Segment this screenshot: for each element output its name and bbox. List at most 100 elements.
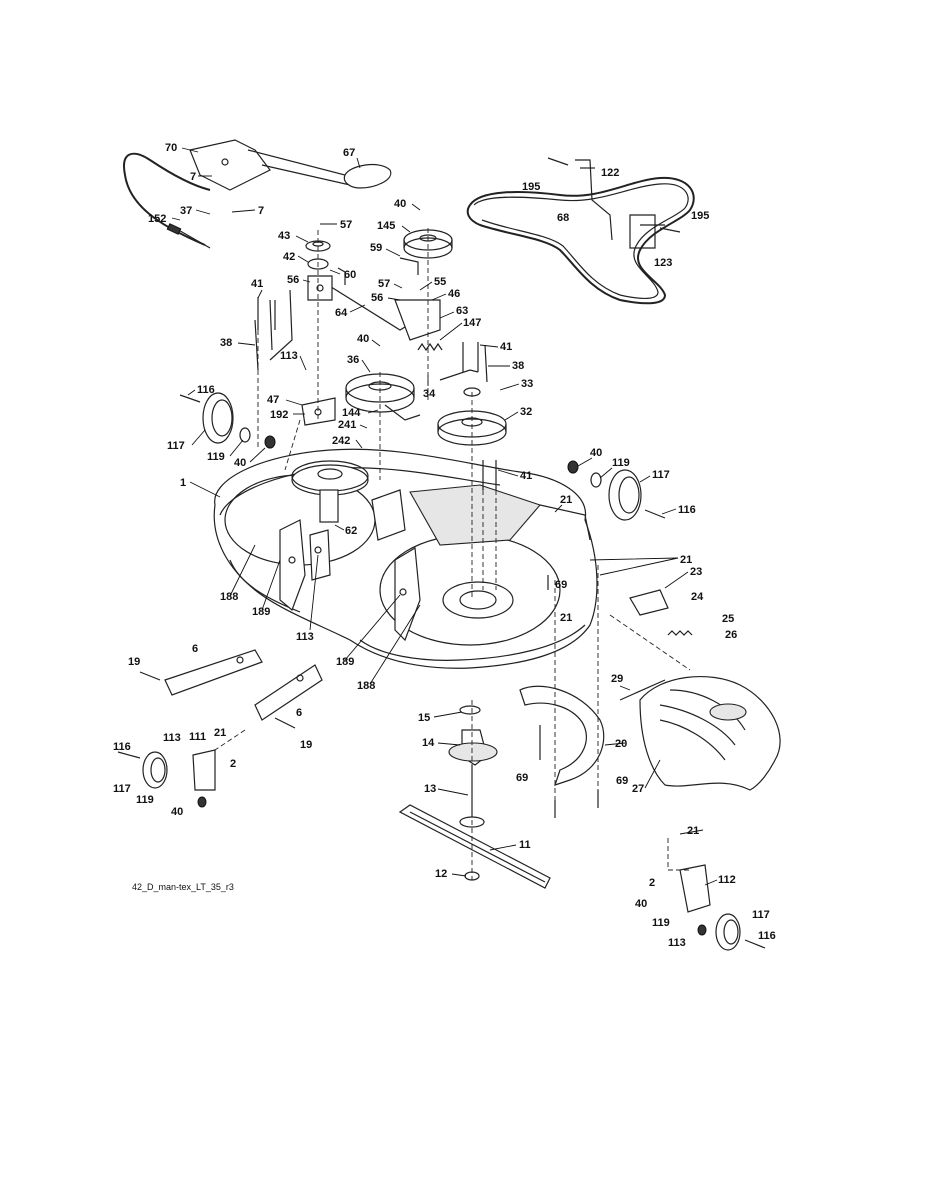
callout-111: 111 <box>189 731 206 743</box>
callout-26: 26 <box>725 629 737 641</box>
callout-40f: 40 <box>635 898 647 910</box>
callout-189a: 189 <box>252 606 270 618</box>
gauge-wheel-left-bottom <box>117 749 216 808</box>
callout-32: 32 <box>520 406 532 418</box>
callout-12: 12 <box>435 868 447 880</box>
callout-38b: 38 <box>512 360 524 372</box>
assembly-centerlines <box>214 228 691 880</box>
bracket-70 <box>189 139 352 191</box>
callout-40e: 40 <box>171 806 183 818</box>
callout-46: 46 <box>448 288 460 300</box>
callout-67: 67 <box>343 147 355 159</box>
callout-2a: 2 <box>230 758 236 770</box>
callout-36: 36 <box>347 354 359 366</box>
callout-43: 43 <box>278 230 290 242</box>
belt-guide-122 <box>575 159 613 241</box>
callout-2b: 2 <box>649 877 655 889</box>
callout-57b: 57 <box>378 278 390 290</box>
deflector-bracket-20 <box>519 685 605 786</box>
callout-21a: 21 <box>560 494 572 506</box>
deck-hanger-6-right <box>254 664 323 729</box>
callout-69c: 69 <box>616 775 628 787</box>
callout-189b: 189 <box>336 656 354 668</box>
callout-labels: 70 67 7 7 152 37 57 40 145 43 42 59 60 5… <box>113 142 776 949</box>
callout-57a: 57 <box>340 219 352 231</box>
callout-25: 25 <box>722 613 734 625</box>
callout-113b: 113 <box>296 631 314 643</box>
callout-21b: 21 <box>680 554 692 566</box>
discharge-chute-27 <box>639 675 781 791</box>
callout-6b: 6 <box>296 707 302 719</box>
lift-links-38 <box>254 289 488 383</box>
hardware-stack-left <box>305 240 346 301</box>
callout-13: 13 <box>424 783 436 795</box>
spring-147 <box>417 342 443 352</box>
callout-38a: 38 <box>220 337 232 349</box>
callout-117d: 117 <box>752 909 770 921</box>
callout-7a: 7 <box>190 171 196 183</box>
callout-69a: 69 <box>555 579 567 591</box>
callout-15: 15 <box>418 712 430 724</box>
callout-14: 14 <box>422 737 435 749</box>
callout-55: 55 <box>434 276 446 288</box>
callout-20: 20 <box>615 738 627 750</box>
callout-188b: 188 <box>357 680 375 692</box>
callout-117b: 117 <box>652 469 670 481</box>
callout-41c: 41 <box>520 470 532 482</box>
callout-68: 68 <box>557 212 569 224</box>
callout-7b: 7 <box>258 205 264 217</box>
callout-70a: 70 <box>165 142 177 154</box>
callout-145: 145 <box>377 220 395 232</box>
idler-arm-64 <box>327 257 441 341</box>
deck-mounted-pulley <box>291 460 369 523</box>
callout-113c: 113 <box>163 732 181 744</box>
deck-hanger-6-left <box>139 649 263 696</box>
callout-34: 34 <box>423 388 436 400</box>
callout-152: 152 <box>148 213 166 225</box>
callout-241: 241 <box>338 419 356 431</box>
rod-29 <box>619 679 666 701</box>
callout-242: 242 <box>332 435 350 447</box>
callout-21c: 21 <box>560 612 572 624</box>
callout-24: 24 <box>691 591 704 603</box>
callout-113d: 113 <box>668 937 686 949</box>
callout-112: 112 <box>718 874 736 886</box>
knob-67 <box>343 163 392 189</box>
deck-front-brackets <box>279 489 421 642</box>
spring-24 <box>667 630 693 636</box>
belt-guide-123 <box>629 214 665 249</box>
callout-40c: 40 <box>234 457 246 469</box>
callout-23: 23 <box>690 566 702 578</box>
spindle-assembly <box>448 705 498 828</box>
gauge-wheel-left-top <box>179 392 276 449</box>
callout-116d: 116 <box>758 930 776 942</box>
blade-11 <box>398 804 551 889</box>
callout-19a: 19 <box>128 656 140 668</box>
callout-59: 59 <box>370 242 382 254</box>
callout-69b: 69 <box>516 772 528 784</box>
callout-1: 1 <box>180 477 186 489</box>
callout-33: 33 <box>521 378 533 390</box>
callout-29: 29 <box>611 673 623 685</box>
callout-21e: 21 <box>687 825 699 837</box>
callout-42: 42 <box>283 251 295 263</box>
callout-117c: 117 <box>113 783 131 795</box>
callout-40a: 40 <box>394 198 406 210</box>
cable-152 <box>123 152 211 249</box>
callout-41b: 41 <box>500 341 512 353</box>
bracket-47 <box>301 397 336 426</box>
callout-195b: 195 <box>691 210 709 222</box>
callout-56a: 56 <box>287 274 299 286</box>
bracket-23 <box>629 589 669 616</box>
callout-6a: 6 <box>192 643 198 655</box>
callout-41a: 41 <box>251 278 263 290</box>
callout-188a: 188 <box>220 591 238 603</box>
callout-192: 192 <box>270 409 288 421</box>
callout-195a: 195 <box>522 181 540 193</box>
callout-119c: 119 <box>136 794 154 806</box>
callout-144: 144 <box>342 407 361 419</box>
callout-116b: 116 <box>678 504 696 516</box>
callout-123: 123 <box>654 257 672 269</box>
